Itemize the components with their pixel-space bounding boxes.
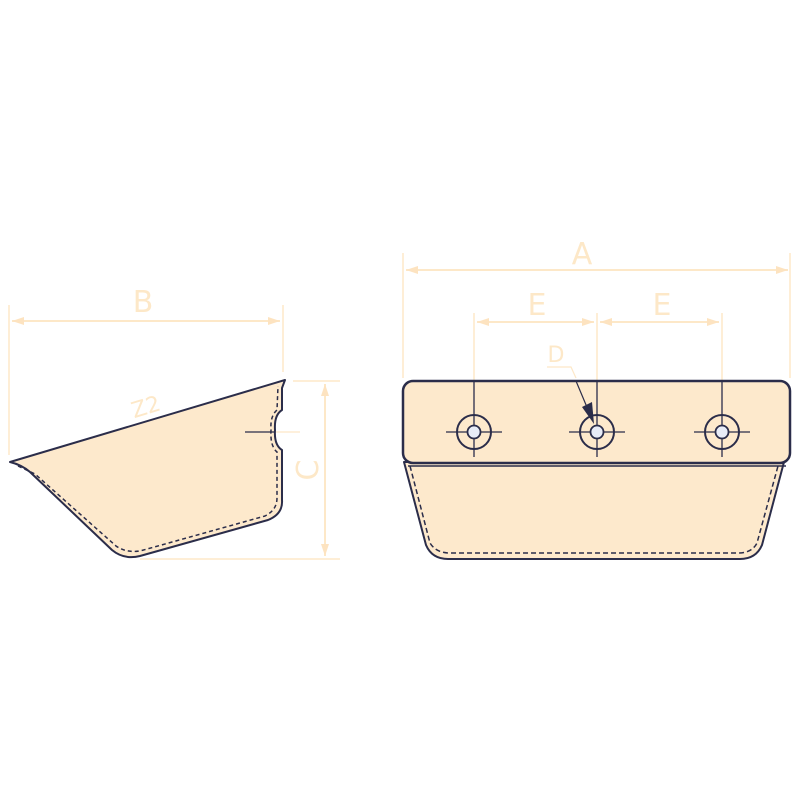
dimension-label-a: A — [572, 237, 593, 272]
dimension-d: D — [547, 343, 594, 424]
dimension-label-b: B — [133, 285, 154, 320]
bucket-front-inner-dashed — [409, 465, 779, 554]
dimension-e: E E — [473, 288, 723, 380]
dimension-label-c: C — [291, 460, 326, 481]
dimension-b: B — [8, 285, 284, 455]
dimension-label-e-right: E — [653, 288, 672, 323]
side-view: B Z2 C — [8, 285, 340, 560]
mounting-hole-2 — [569, 381, 625, 457]
bucket-side-inner-dashed — [17, 385, 279, 553]
mounting-hole-1 — [446, 381, 502, 457]
dimension-c: C — [140, 380, 340, 560]
front-view: A E E D — [401, 237, 792, 560]
dimension-a: A — [402, 237, 791, 378]
bucket-front-body — [403, 461, 785, 560]
dimension-label-e-left: E — [528, 288, 547, 323]
mounting-hole-3 — [694, 381, 750, 457]
dimension-label-d: D — [548, 343, 565, 368]
